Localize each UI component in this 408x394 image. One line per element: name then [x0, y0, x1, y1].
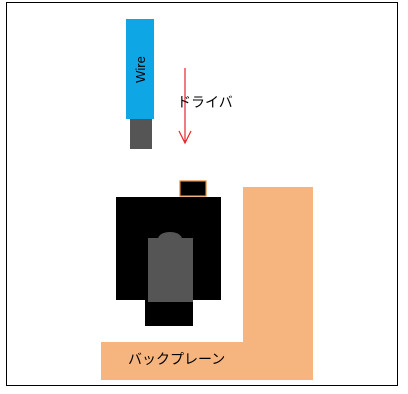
backplane-label: バックプレーン: [128, 352, 226, 368]
component-inner-body: [148, 238, 193, 302]
wire-tip: [130, 119, 152, 149]
driver-arrow: [178, 68, 192, 145]
driver-arrow-head: [178, 130, 192, 145]
backplane-shape: [101, 187, 313, 380]
wire-body: [126, 19, 154, 119]
small-connector-part: [179, 180, 207, 197]
driver-label: ドライバ: [177, 95, 233, 111]
component-foot: [145, 299, 193, 326]
